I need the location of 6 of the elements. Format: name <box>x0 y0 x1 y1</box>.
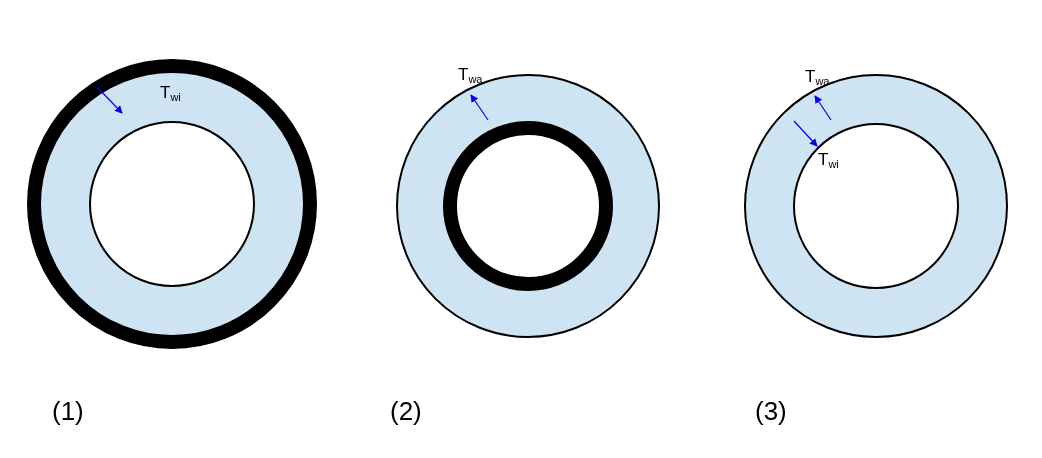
temperature-symbol: T$_{wa}$ <box>458 66 483 85</box>
figure-number: (1) <box>52 398 84 424</box>
temperature-symbol: T$_{wi}$ <box>818 151 839 170</box>
figure-number: (2) <box>390 398 422 424</box>
figure-number: (3) <box>755 398 787 424</box>
temperature-symbol: T$_{wi}$ <box>160 84 181 103</box>
